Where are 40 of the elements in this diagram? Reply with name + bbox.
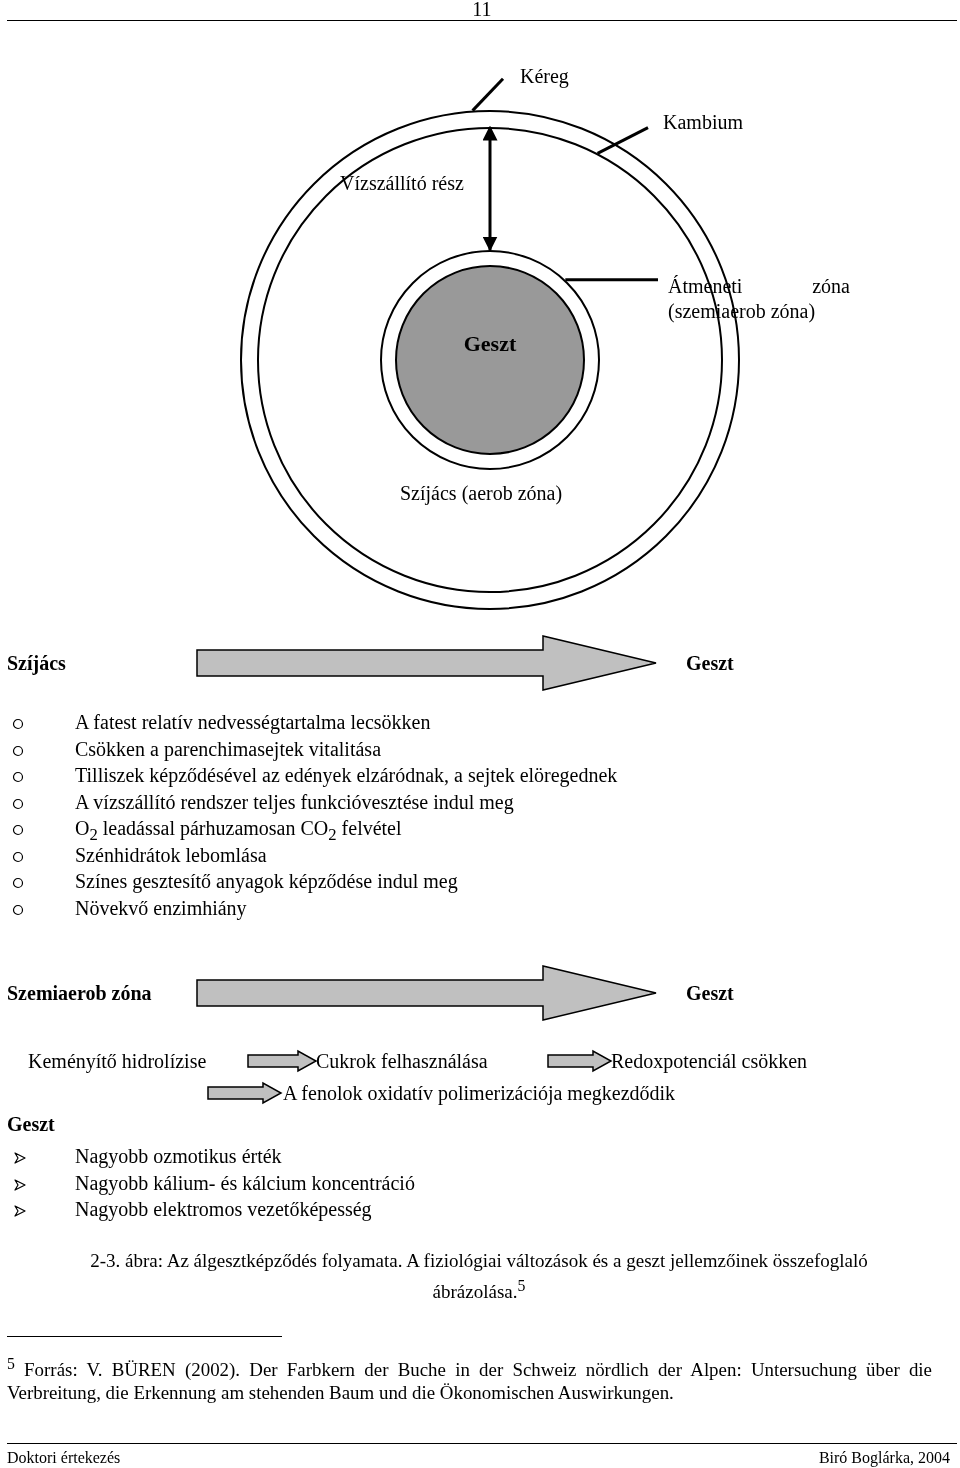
node-label: Geszt xyxy=(656,978,766,1008)
node-label: Kambium xyxy=(648,108,768,136)
zone-label: Geszt xyxy=(462,332,518,356)
text-label: Biró Boglárka, 2004 xyxy=(817,1448,950,1468)
arrow xyxy=(482,125,498,252)
text-label: 11 xyxy=(471,0,493,21)
list-item: Tilliszek képződésével az edények elzáródnak, a sejtek elöregednek xyxy=(75,763,618,787)
list-item: A vízszállító rendszer teljes funkcióvesztése indul meg xyxy=(75,790,514,814)
footnote: $^{5}$ Forrás: V. BÜREN (2002). Der Farbkern der Buche in der Schweiz nördlich der Alpen: Untersuchung über die Verbreitung, die Erkennung am stehenden Baum und die Ökonomischen Auswirkungen. xyxy=(7,1354,932,1405)
node-label: Cukrok felhasználása xyxy=(316,1048,548,1074)
node-label: Vízszállító rész xyxy=(340,171,464,195)
list-item: Növekvő enzimhiány xyxy=(75,896,247,920)
list-item: Színes gesztesítő anyagok képződése indul meg xyxy=(75,869,458,893)
text-label: Geszt xyxy=(7,1112,55,1136)
node-label: Kéreg xyxy=(503,62,583,90)
block-arrow xyxy=(547,1049,613,1073)
block-arrow xyxy=(196,635,657,691)
list-item: A fatest relatív nedvességtartalma lecsökken xyxy=(75,710,431,734)
list-item: Szénhidrátok lebomlása xyxy=(75,843,267,867)
node-label: Szíjács xyxy=(0,648,197,678)
node-label: Szemiaerob zóna xyxy=(0,978,197,1008)
leader-line xyxy=(596,126,649,155)
leader-line xyxy=(471,77,505,112)
node-label: Redoxpotenciál csökken xyxy=(611,1048,851,1074)
node-label: Geszt xyxy=(656,648,766,678)
node-label: A fenolok oxidatív polimerizációja megkezdődik xyxy=(281,1080,741,1106)
list-item: O$_{2}$ leadással párhuzamosan CO$_{2}$ felvétel xyxy=(75,816,402,846)
block-arrow xyxy=(196,965,657,1021)
node-label: Szíjács (aerob zóna) xyxy=(400,481,563,505)
leader-line xyxy=(565,278,658,282)
list-item: Nagyobb kálium- és kálcium koncentráció xyxy=(75,1171,415,1195)
text-label: Doktori értekezés xyxy=(7,1448,121,1468)
block-arrow xyxy=(247,1049,318,1073)
caption: 2-3. ábra: Az álgesztképződés folyamata. A fiziológiai változások és a geszt jellemzőinek összefoglaló ábrázolása.$^{5}$ xyxy=(89,1249,869,1305)
list-item: Csökken a parenchimasejtek vitalitása xyxy=(75,737,381,761)
list-item: Nagyobb ozmotikus érték xyxy=(75,1144,282,1168)
block-arrow xyxy=(207,1081,283,1105)
transition-ring xyxy=(380,250,600,470)
list-item: Nagyobb elektromos vezetőképesség xyxy=(75,1197,372,1221)
node-label: Keményítő hidrolízise xyxy=(26,1048,248,1074)
